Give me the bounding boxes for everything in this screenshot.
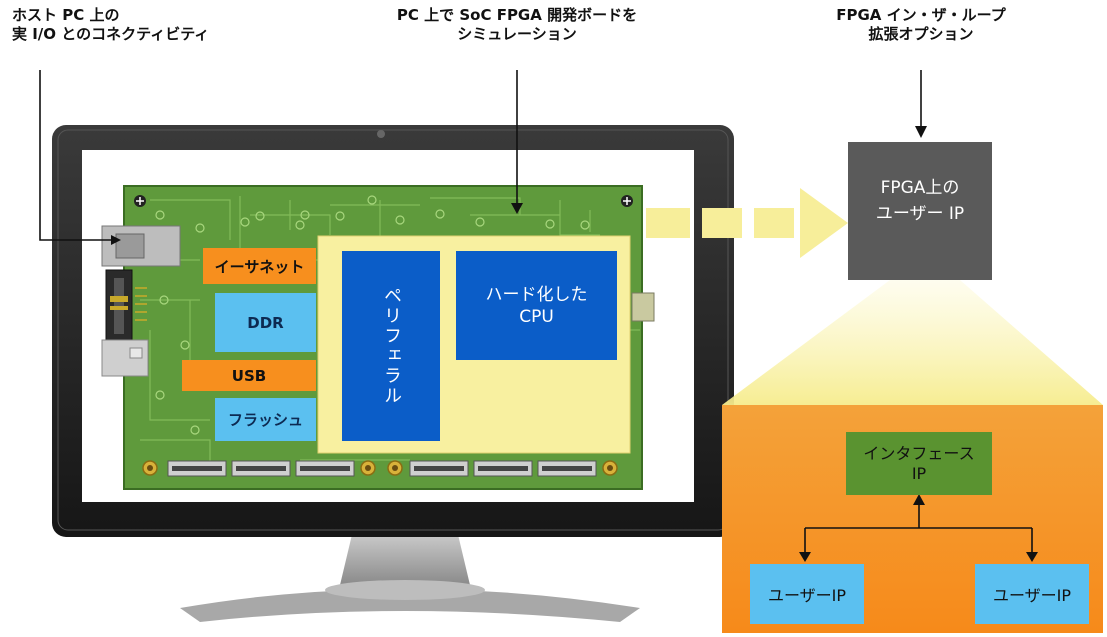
caption-fil-line1: FPGA イン・ザ・ループ (836, 6, 1006, 24)
monitor-stand (180, 522, 640, 622)
interface-ip-line2: IP (911, 463, 927, 483)
user-ip-left-block: ユーザーIP (750, 564, 864, 624)
usb-block: USB (182, 360, 316, 391)
webcam-icon (377, 130, 385, 138)
interface-ip-block: インタフェース IP (846, 432, 992, 495)
zoom-cone (722, 280, 1103, 405)
fpga-box (848, 142, 992, 280)
hard-cpu-block: ハード化した CPU (456, 251, 617, 360)
callout-lines (39, 70, 922, 241)
interface-ip-line1: インタフェース (863, 443, 975, 463)
caption-host-io: ホスト PC 上の 実 I/O とのコネクティビティ (12, 6, 209, 44)
hard-cpu-line1: ハード化した (485, 284, 588, 305)
hard-cpu-line2: CPU (519, 306, 554, 327)
caption-sim-line2: シミュレーション (457, 25, 577, 43)
caption-fpga-in-loop: FPGA イン・ザ・ループ 拡張オプション (815, 6, 1027, 44)
user-ip-right-block: ユーザーIP (975, 564, 1089, 624)
fpga-box-line1: FPGA上の (880, 178, 960, 198)
arrowhead-down-icon (511, 203, 523, 214)
fpga-box-line2: ユーザー IP (875, 204, 965, 224)
caption-host-line1: ホスト PC 上の (12, 6, 120, 24)
caption-fil-line2: 拡張オプション (868, 25, 974, 43)
arrowhead-right-icon (111, 235, 121, 245)
peripheral-block: ペリフェラル (342, 251, 440, 441)
ddr-block: DDR (215, 293, 316, 352)
fpga-link-arrow (646, 188, 848, 258)
caption-host-line2: 実 I/O とのコネクティビティ (12, 25, 210, 43)
caption-sim-line1: PC 上で SoC FPGA 開発ボードを (396, 6, 638, 24)
fpga-box-label: FPGA上の ユーザー IP (848, 142, 992, 280)
arrowhead-down-icon (915, 126, 927, 138)
caption-simulation: PC 上で SoC FPGA 開発ボードを シミュレーション (376, 6, 658, 44)
ethernet-block: イーサネット (203, 248, 316, 284)
flash-block: フラッシュ (215, 398, 316, 441)
